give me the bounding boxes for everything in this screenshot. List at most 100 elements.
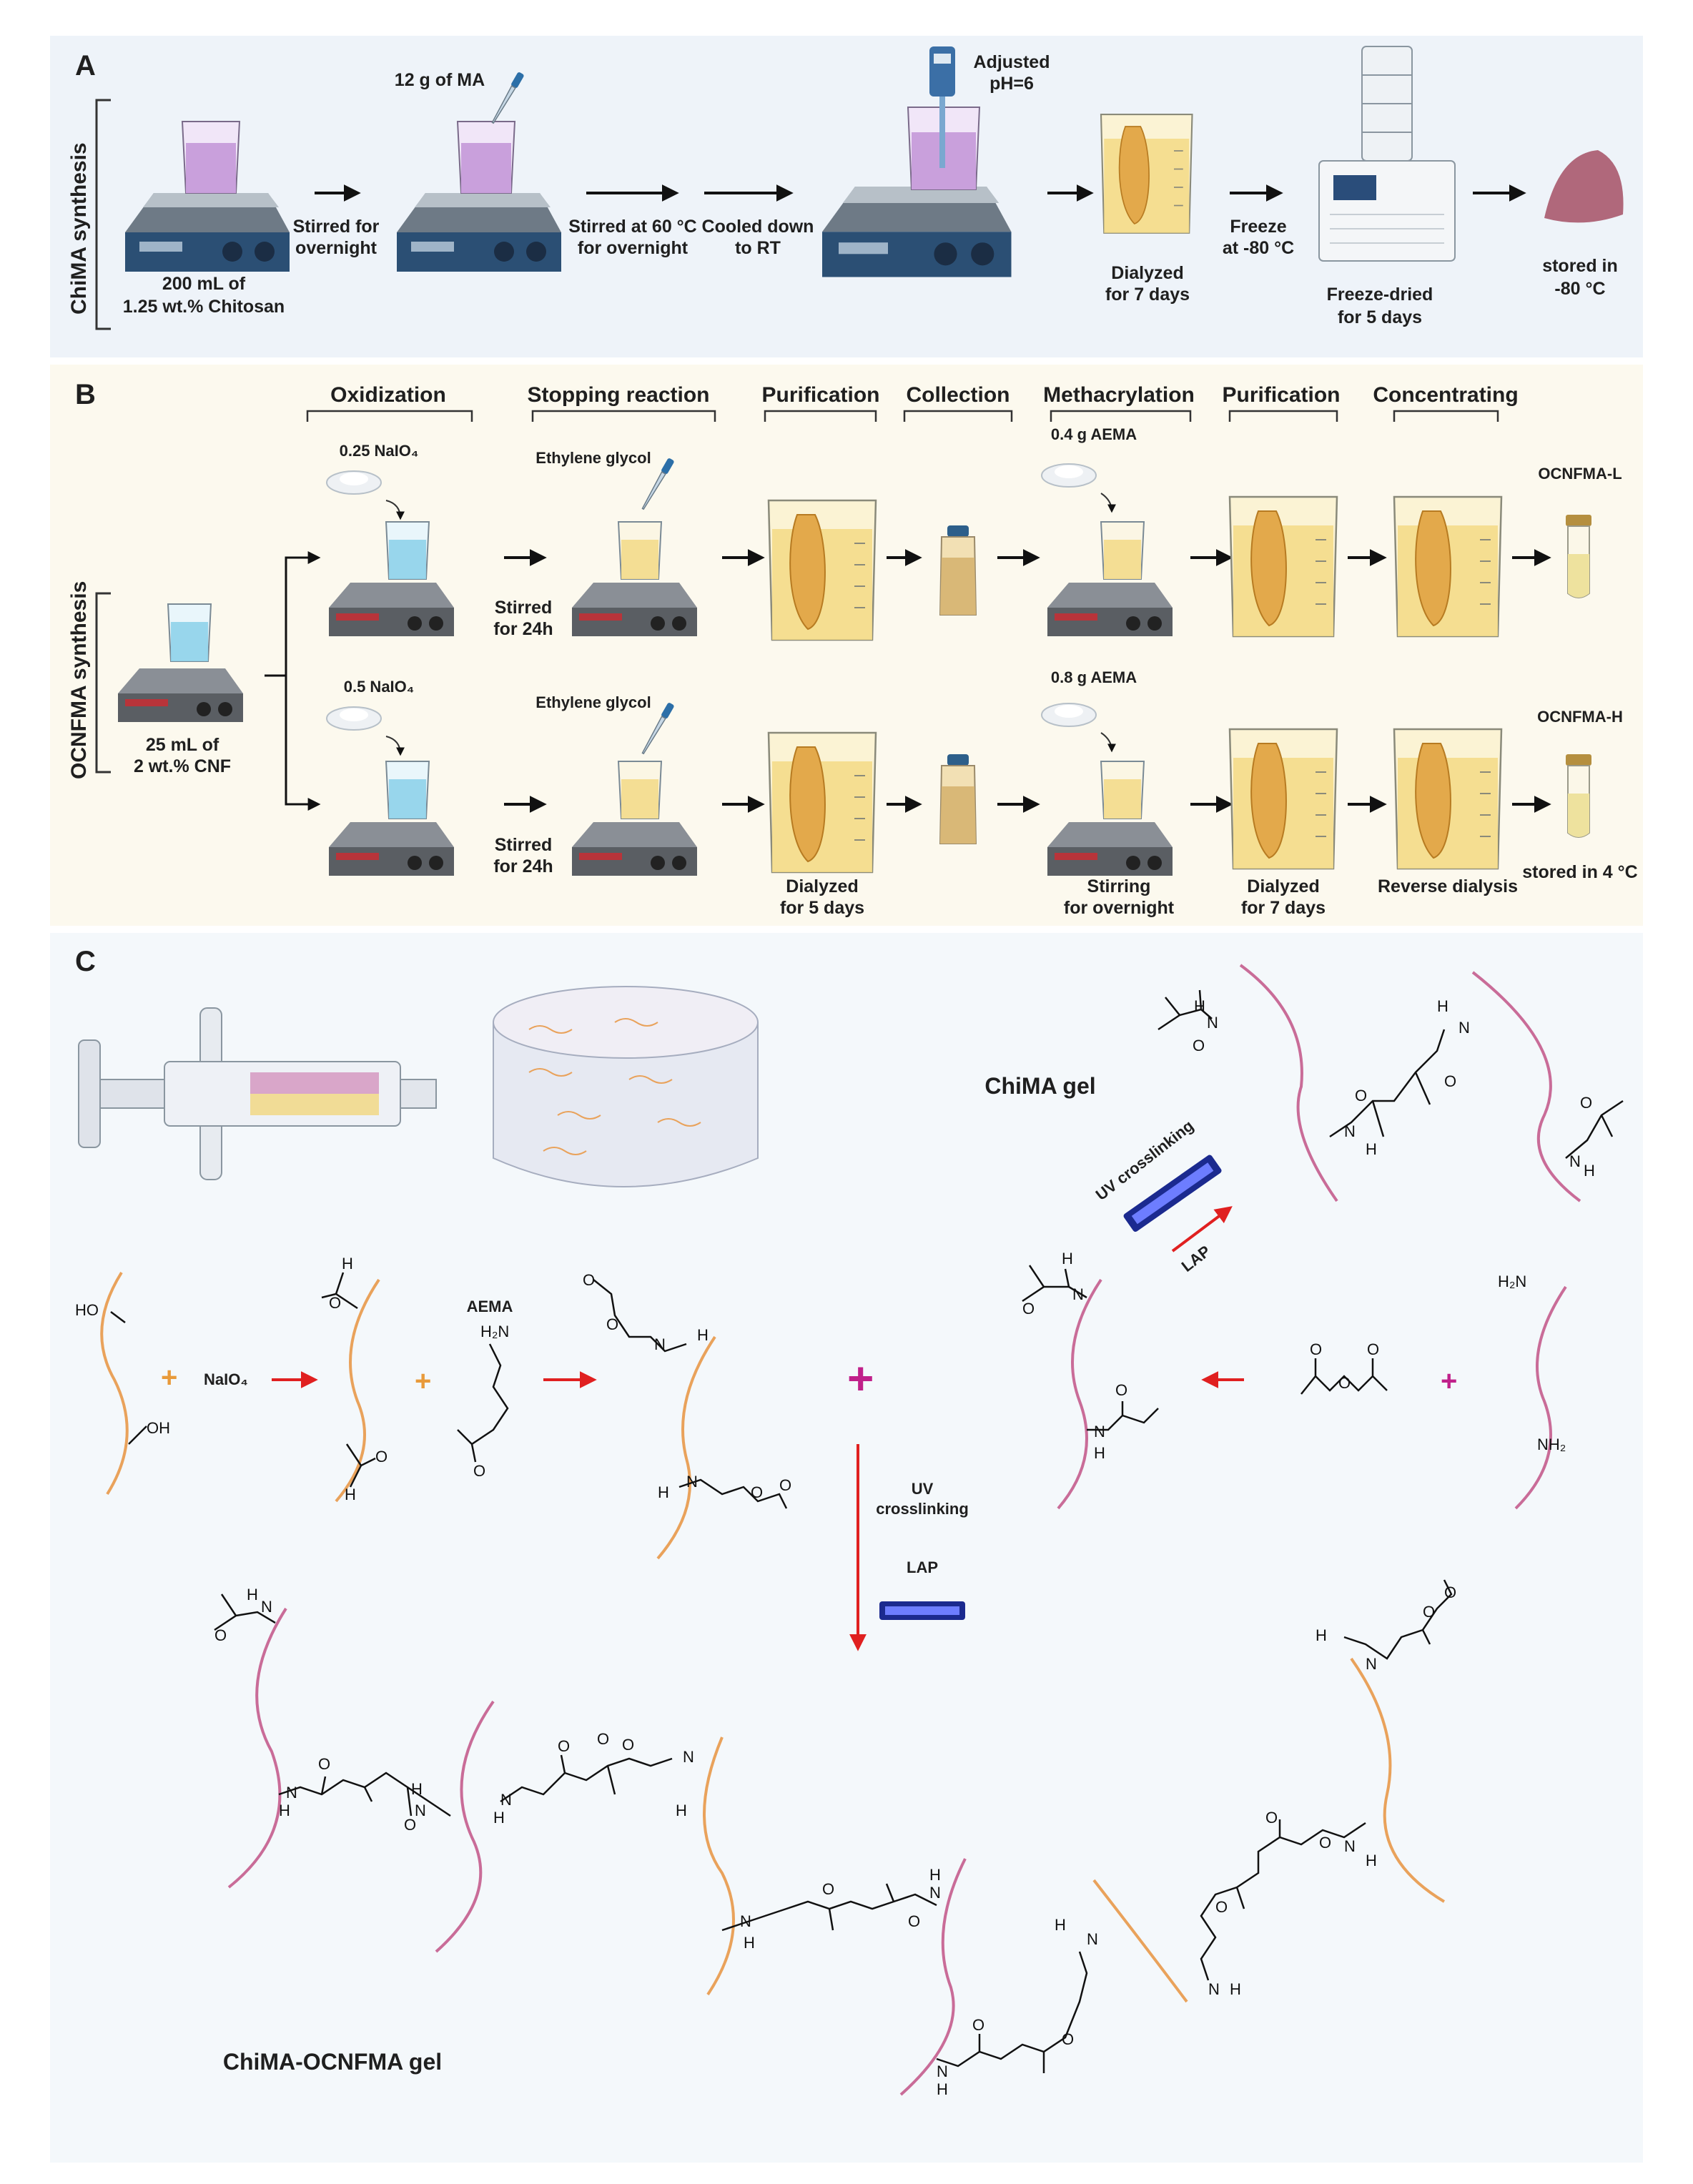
svg-text:Purification: Purification [761, 383, 879, 407]
stirrer-hotplate-icon [329, 822, 454, 876]
svg-text:O: O [404, 1816, 416, 1834]
uv-lamp-icon [879, 1601, 965, 1620]
svg-text:H: H [697, 1326, 709, 1344]
panel-a-letter: A [75, 50, 96, 81]
hydrogel-disc-icon [493, 986, 759, 1187]
svg-text:N: N [1072, 1285, 1084, 1303]
svg-text:H: H [279, 1802, 290, 1819]
arrow-a5-line1: Freeze [1230, 217, 1286, 237]
plus-magenta-right: + [1441, 1365, 1457, 1397]
row2-product: OCNFMA-H [1537, 708, 1623, 726]
svg-text:N: N [683, 1748, 694, 1766]
beaker-icon [167, 603, 212, 662]
stirrer-hotplate-icon [1047, 822, 1173, 876]
final-gel-network: O N H N H O O N H N H O O O N H N H O O … [214, 1579, 1456, 2098]
svg-text:O: O [972, 2016, 984, 2034]
plus-orange-1: + [161, 1362, 177, 1393]
svg-text:N: N [740, 1912, 751, 1930]
svg-text:N: N [686, 1473, 698, 1491]
row2-stirring-line2: for overnight [1064, 898, 1175, 918]
arrow-a1-line2: overnight [295, 238, 377, 258]
branch-arrow-down [285, 676, 321, 811]
stirrer-hotplate-icon [572, 583, 697, 636]
svg-text:H: H [247, 1586, 258, 1604]
uv-lamp-icon [1123, 1155, 1222, 1232]
row2-dialyzed5-line1: Dialyzed [786, 876, 858, 896]
arrow-a1-line1: Stirred for [293, 217, 380, 237]
step2-top-label: 12 g of MA [395, 70, 485, 90]
svg-text:O: O [751, 1483, 763, 1501]
freeze-dryer-icon [1318, 46, 1456, 262]
header-stopping-reaction: Stopping reaction [528, 383, 716, 422]
ocnfma-structure: O O N H N H O O [583, 1271, 791, 1560]
stirrer-hotplate-icon [572, 822, 697, 876]
svg-text:H: H [1366, 1140, 1377, 1158]
row2-dialyzed7-line2: for 7 days [1241, 898, 1326, 918]
svg-text:O: O [1022, 1300, 1035, 1318]
chima-gel-label: ChiMA gel [984, 1073, 1095, 1099]
dialysis-beaker-icon [767, 499, 877, 641]
svg-text:H: H [1584, 1162, 1595, 1180]
dialysis-beaker-icon [1393, 495, 1503, 638]
beaker-icon [385, 521, 430, 580]
svg-text:N: N [1458, 1019, 1470, 1037]
svg-text:N: N [500, 1791, 512, 1809]
svg-text:O: O [779, 1476, 791, 1494]
beaker-icon [1100, 521, 1145, 580]
svg-text:N: N [286, 1784, 297, 1802]
svg-text:HO: HO [75, 1301, 99, 1319]
step3-top-line2: pH=6 [989, 74, 1034, 94]
svg-text:O: O [1338, 1374, 1351, 1392]
svg-text:O: O [1193, 1037, 1205, 1054]
step5-line1: Freeze-dried [1327, 285, 1433, 305]
chitosan-chain: H₂N NH₂ [1498, 1273, 1567, 1510]
panel-b-side-label: OCNFMA synthesis [67, 581, 91, 779]
panel-c-background [50, 933, 1643, 2163]
svg-text:H: H [1055, 1916, 1066, 1934]
dialysis-beaker-icon [1393, 728, 1503, 870]
svg-text:N: N [1207, 1014, 1218, 1032]
row2-stored: stored in 4 °C [1522, 862, 1637, 882]
powder-icon [1041, 703, 1097, 727]
svg-text:Collection: Collection [906, 383, 1010, 407]
svg-text:O: O [583, 1271, 595, 1289]
svg-text:O: O [1062, 2030, 1074, 2048]
svg-text:H: H [1230, 1980, 1241, 1998]
svg-text:N: N [937, 2062, 948, 2080]
step6-line1: stored in [1542, 256, 1618, 276]
powder-icon [326, 706, 382, 731]
red-arrow-diag [1171, 1206, 1233, 1252]
svg-text:N: N [1208, 1980, 1220, 1998]
svg-text:O: O [473, 1462, 485, 1480]
svg-text:O: O [558, 1737, 570, 1755]
header-methacrylation: Methacrylation [1043, 383, 1195, 422]
svg-text:Stopping reaction: Stopping reaction [528, 383, 710, 407]
powder-icon [326, 470, 382, 495]
svg-text:N: N [1087, 1930, 1098, 1948]
plus-magenta-center: + [847, 1353, 874, 1404]
svg-text:H₂N: H₂N [480, 1323, 509, 1340]
svg-text:H: H [1094, 1444, 1105, 1462]
svg-text:O: O [1580, 1094, 1592, 1112]
svg-text:Methacrylation: Methacrylation [1043, 383, 1195, 407]
panel-c-letter: C [75, 946, 96, 977]
arrow-a3-line1: Cooled down [702, 217, 814, 237]
lap-vertical: LAP [907, 1558, 938, 1576]
stirrer-hotplate-icon [822, 187, 1012, 277]
final-gel-label: ChiMA-OCNFMA gel [223, 2049, 442, 2075]
svg-text:O: O [1444, 1072, 1456, 1090]
dialysis-beaker-icon [1228, 728, 1338, 870]
svg-text:O: O [622, 1736, 634, 1754]
dialysis-beaker-icon [1100, 113, 1193, 234]
row2-dialyzed5-line2: for 5 days [780, 898, 864, 918]
beaker-icon [181, 121, 241, 194]
arrow-a3-line2: to RT [735, 238, 781, 258]
row2-glycol: Ethylene glycol [535, 693, 651, 711]
svg-text:Concentrating: Concentrating [1373, 383, 1518, 407]
row1-glycol: Ethylene glycol [535, 449, 651, 467]
header-purification-1: Purification [761, 383, 880, 422]
ph-meter-icon [929, 46, 955, 168]
aema-structure: H₂N O [457, 1323, 509, 1480]
svg-text:O: O [1444, 1583, 1456, 1601]
